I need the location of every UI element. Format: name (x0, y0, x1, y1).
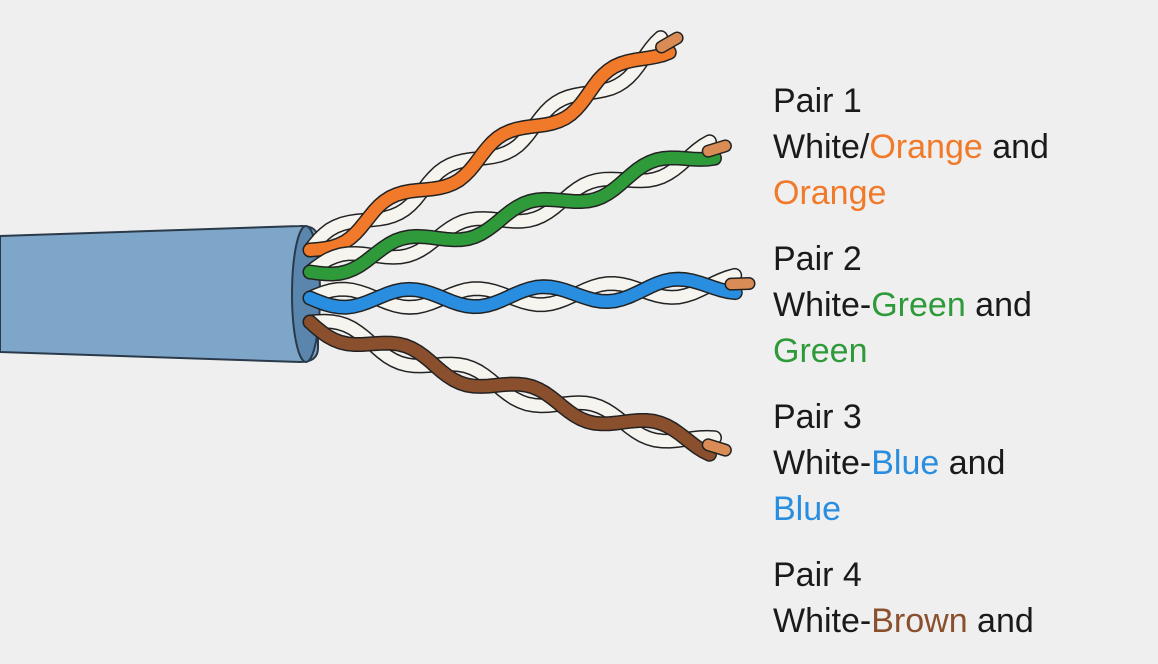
twisted-pair-1 (302, 30, 684, 258)
pair-title: Pair 4 (773, 556, 862, 594)
twisted-pairs (302, 30, 756, 462)
cable-diagram: Pair 1 White/Orange and Orange Pair 2 Wh… (0, 30, 1049, 640)
color-word: Blue (773, 490, 842, 528)
copper-tip (703, 439, 731, 456)
orange-wire (304, 46, 676, 256)
pair-second-color: Blue (773, 486, 1153, 532)
and-text: and (982, 128, 1049, 166)
twisted-pair-2 (302, 134, 732, 282)
copper-tip (656, 32, 683, 53)
pair-colors-line: White-Brown and (773, 598, 1153, 644)
and-text: and (939, 444, 1006, 482)
color-word: Orange (773, 174, 887, 212)
color-word: Orange (869, 128, 983, 166)
pair-title: Pair 1 (773, 82, 862, 120)
cable-jacket (0, 224, 319, 364)
twisted-pair-4 (302, 313, 732, 462)
copper-tip (703, 140, 731, 157)
color-word: Brown (871, 602, 968, 640)
white-prefix: White/ (773, 128, 870, 166)
copper-tip (726, 278, 754, 290)
color-word: Blue (871, 444, 940, 482)
cat-cable-illustration (0, 30, 756, 462)
twisted-pair-3 (302, 267, 756, 315)
pair-2-label: Pair 2 White-Green and Green (773, 236, 1153, 374)
pair-colors-line: White-Green and (773, 282, 1153, 328)
pair-second-color: Orange (773, 170, 1153, 216)
pair-4-label: Pair 4 White-Brown and (773, 552, 1153, 644)
white-prefix: White- (773, 602, 872, 640)
pair-second-color: Green (773, 328, 1153, 374)
pair-1-label: Pair 1 White/Orange and Orange (773, 78, 1153, 216)
white-prefix: White- (773, 444, 872, 482)
pair-3-label: Pair 3 White-Blue and Blue (773, 394, 1153, 532)
color-word: Green (773, 332, 868, 370)
and-text: and (965, 286, 1032, 324)
pair-legend: Pair 1 White/Orange and Orange Pair 2 Wh… (773, 78, 1153, 664)
pair-title: Pair 3 (773, 398, 862, 436)
color-word: Green (871, 286, 966, 324)
and-text: and (967, 602, 1034, 640)
pair-colors-line: White-Blue and (773, 440, 1153, 486)
pair-colors-line: White/Orange and (773, 124, 1153, 170)
pair-title: Pair 2 (773, 240, 862, 278)
white-prefix: White- (773, 286, 872, 324)
green-wire (304, 151, 721, 281)
blue-wire (304, 273, 742, 314)
brown-wire (304, 316, 716, 461)
